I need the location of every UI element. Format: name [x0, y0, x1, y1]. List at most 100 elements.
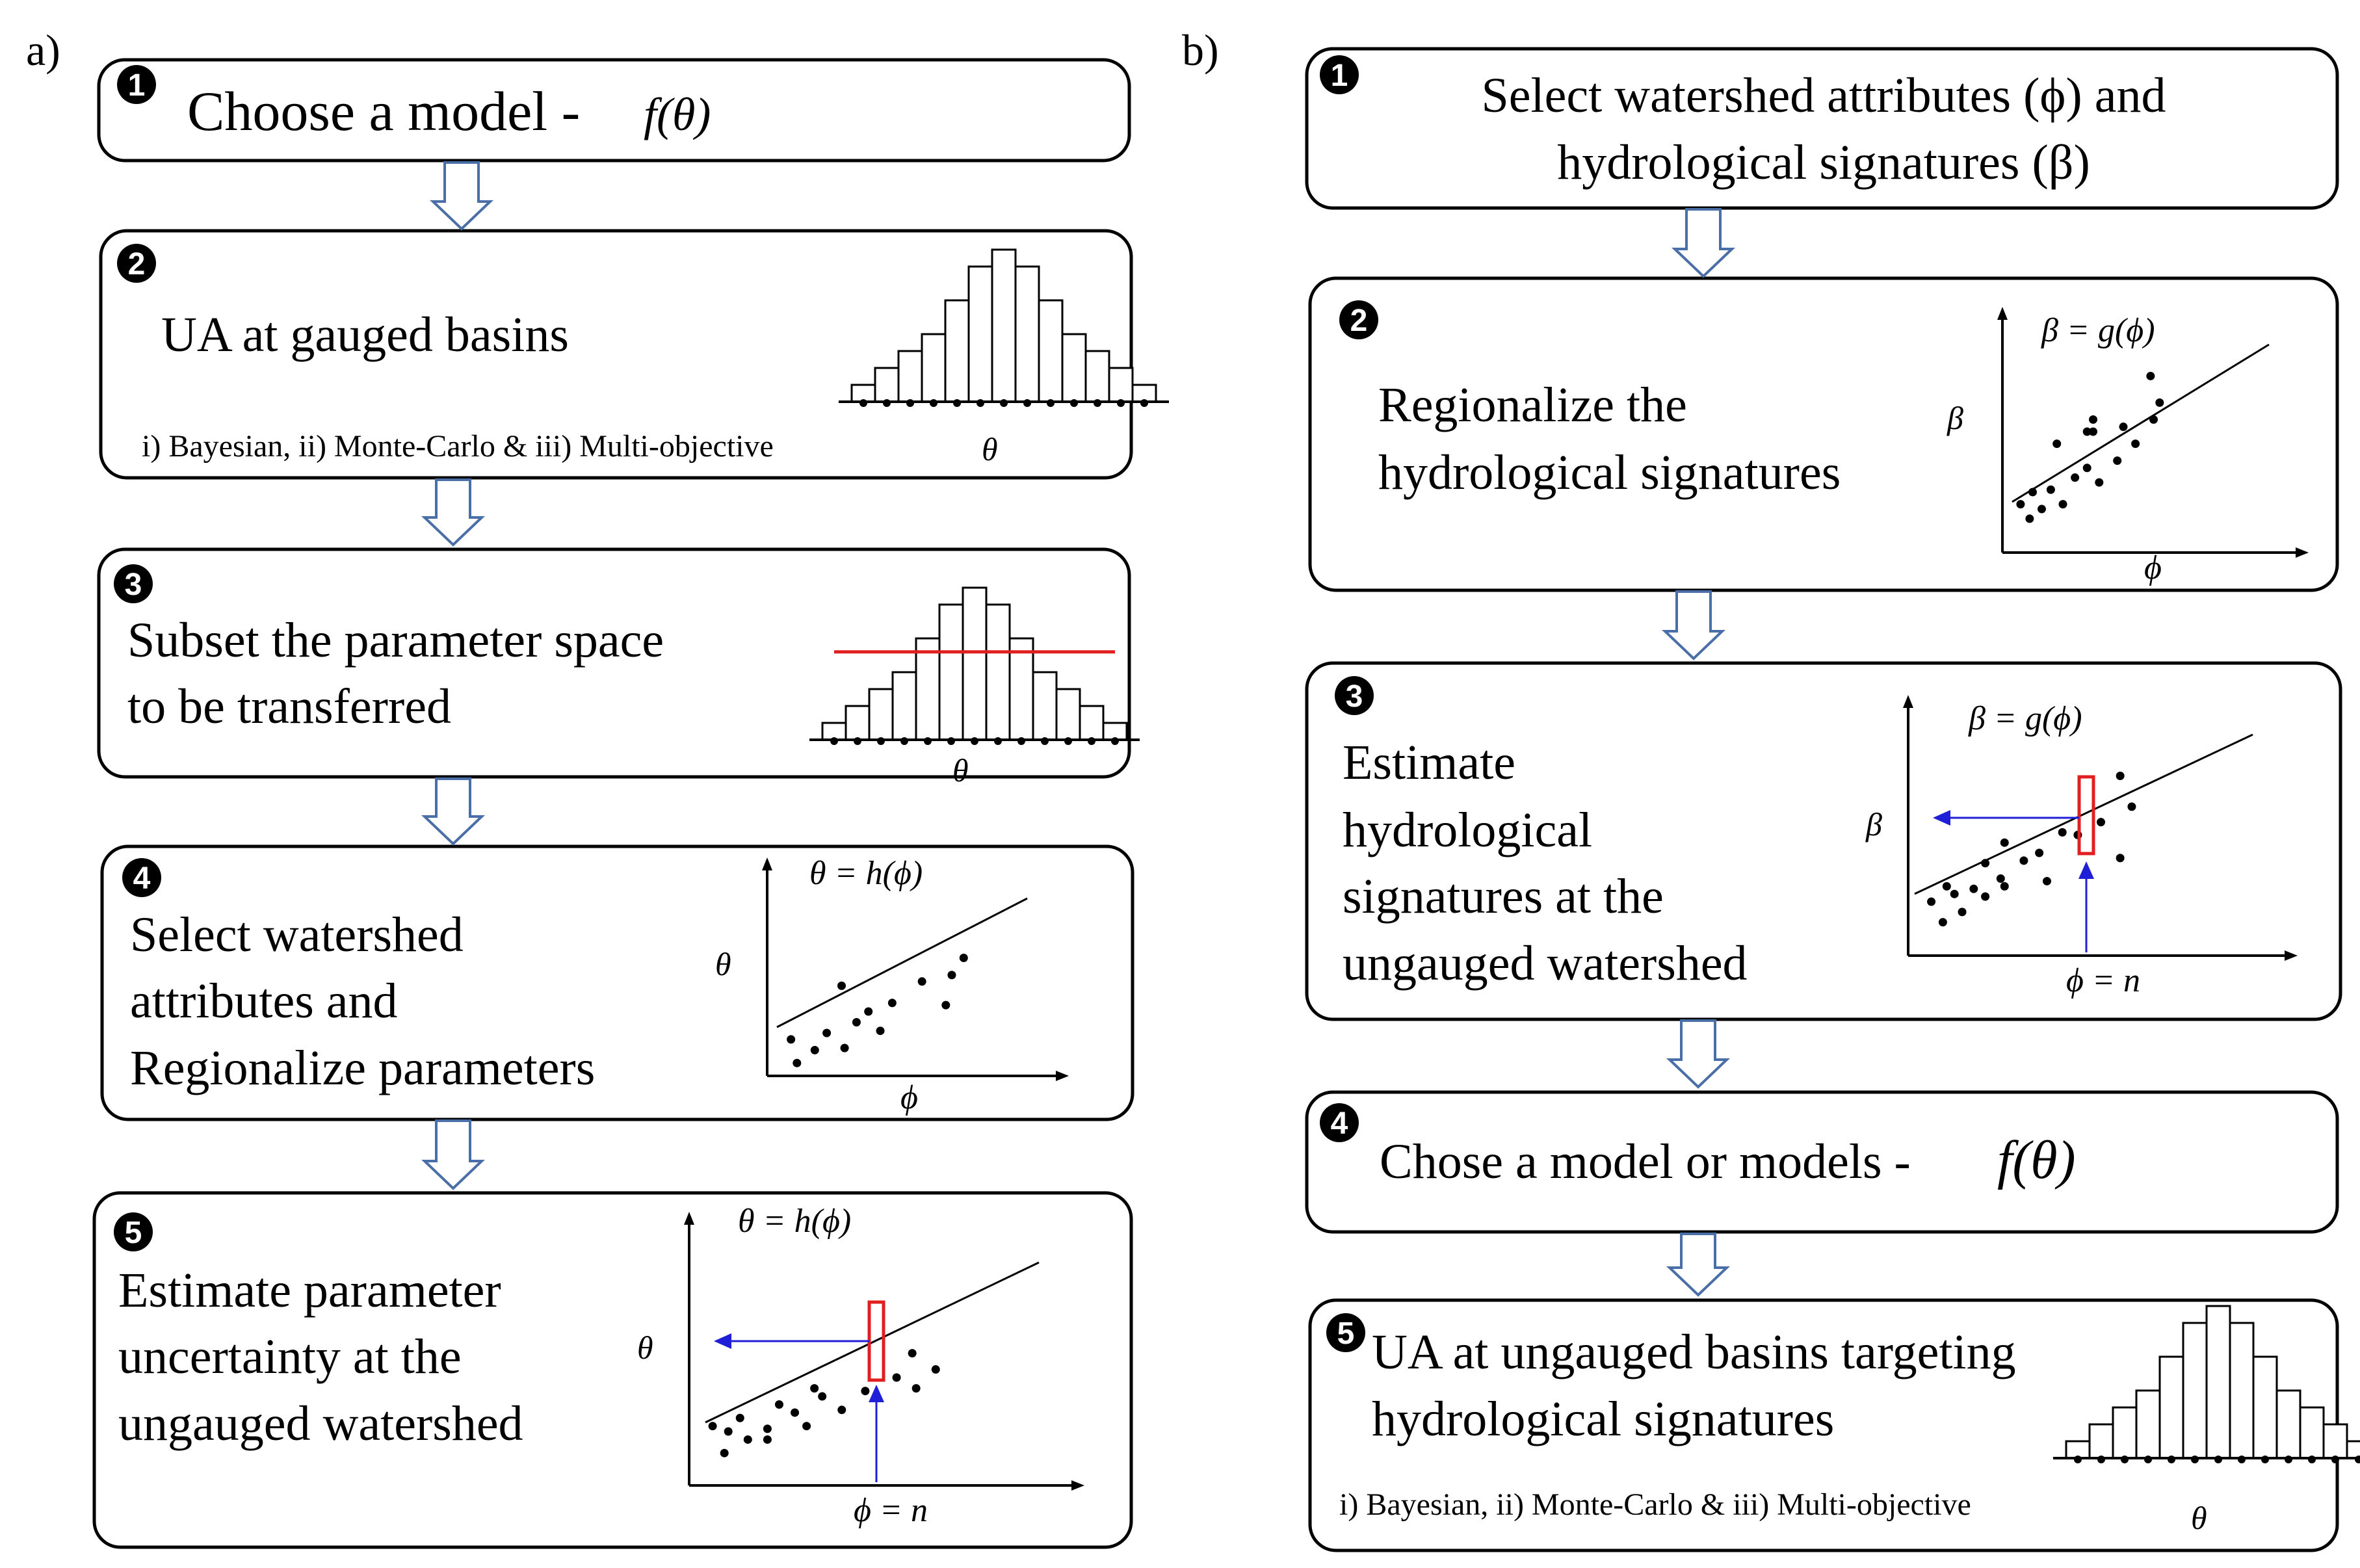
- a-step4-y-label: θ: [715, 946, 731, 982]
- a-flow-arrow-2: [421, 478, 485, 547]
- a-step4-point: [793, 1058, 802, 1067]
- b-step3-text-1: Estimate: [1343, 735, 1515, 790]
- a-step5-point: [774, 1400, 783, 1409]
- b-step5-histogram-bar: [2275, 1389, 2301, 1459]
- b-step3-point: [1981, 859, 1990, 868]
- b-step3-box: [1305, 661, 2342, 1021]
- b-flow-arrow-2: [1662, 590, 1725, 660]
- a-step5-blue-arrowhead-left: [714, 1333, 731, 1349]
- a-step3-histogram-bar: [891, 671, 917, 741]
- a-step3-histogram-sample-dot: [971, 737, 978, 745]
- a-step2-histogram-sample-dot: [977, 399, 984, 407]
- a-step5-box: [92, 1191, 1133, 1549]
- b-step2-plot-x-arrowhead: [2296, 547, 2309, 558]
- b-step2-text-2: hydrological signatures: [1378, 445, 1841, 500]
- a-step3-histogram-bar: [1079, 705, 1105, 741]
- b-step2-point: [2082, 464, 2091, 473]
- b-step5-histogram-bar: [2322, 1423, 2348, 1459]
- a-step4-box: [100, 844, 1134, 1121]
- a-flow-arrow-3: [421, 777, 485, 846]
- a-step3-text-1: Subset the parameter space: [127, 613, 664, 668]
- a-step3-histogram-bar: [1008, 637, 1034, 741]
- b-step5-histogram-bar: [2299, 1406, 2325, 1459]
- b-step2-regression-line: [2012, 343, 2270, 503]
- b-step2-equation: β = g(ϕ): [2041, 312, 2155, 349]
- b-step3-blue-arrowhead-up: [2078, 861, 2094, 879]
- b-step2-point: [2119, 423, 2128, 432]
- b-step3-number: 3: [1346, 679, 1363, 714]
- b-step2-point: [2028, 488, 2037, 497]
- b-step5-histogram-sample-dot: [2355, 1456, 2360, 1463]
- b-step2-point: [2052, 439, 2062, 449]
- a-step4-x-label: ϕ: [900, 1079, 918, 1116]
- b-step3-point: [2000, 838, 2009, 847]
- a-step5-text-1: Estimate parameter: [118, 1263, 501, 1318]
- a-step3-histogram-bar: [915, 637, 941, 741]
- b-step3-point: [1927, 897, 1936, 906]
- a-step1-number: 1: [128, 68, 146, 103]
- b-step5-histogram-sample-dot: [2285, 1456, 2292, 1463]
- a-step2-histogram-bar: [1038, 299, 1064, 403]
- b-step3-text-4: ungauged watershed: [1343, 936, 1748, 991]
- a-step3-number-circle: [114, 564, 153, 603]
- a-step5-number: 5: [125, 1216, 142, 1250]
- a-step4-plot-y-arrowhead: [762, 857, 772, 870]
- a-step3-histogram-bar: [962, 586, 988, 741]
- a-step3-histogram-sample-dot: [830, 737, 838, 745]
- b-step1-text-1: Select watershed attributes (ϕ) and: [1482, 68, 2166, 123]
- b-step5-histogram-bar: [2205, 1305, 2231, 1459]
- b-step5-axis-label: θ: [2191, 1500, 2207, 1536]
- b-step5-histogram-sample-dot: [2331, 1456, 2339, 1463]
- b-step1-number-circle: [1320, 55, 1359, 94]
- a-step2-histogram-bar: [944, 299, 970, 403]
- a-step5-equation: θ = h(ϕ): [738, 1203, 851, 1240]
- b-step1-number: 1: [1331, 59, 1348, 93]
- b-step3-point: [1950, 889, 1959, 898]
- b-step5-histogram-sample-dot: [2191, 1456, 2199, 1463]
- b-step3-point: [2035, 848, 2044, 857]
- b-step2-point: [2025, 514, 2034, 523]
- a-step5-point: [720, 1448, 729, 1457]
- a-step5-point: [810, 1384, 819, 1393]
- b-step3-plot-x-arrowhead: [2285, 950, 2298, 961]
- a-step4-point: [864, 1007, 873, 1016]
- b-step5-histogram-bar: [2065, 1440, 2091, 1459]
- a-step3-histogram-bar: [1055, 688, 1081, 741]
- b-step5-number-circle: [1326, 1313, 1365, 1352]
- b-step5-histogram-sample-dot: [2214, 1456, 2222, 1463]
- a-step2-histogram-bar: [1014, 265, 1040, 403]
- a-step3-histogram-sample-dot: [877, 737, 885, 745]
- a-step1-box: [97, 58, 1131, 163]
- a-step3-text-2: to be transferred: [127, 679, 451, 734]
- b-step3-point: [2019, 856, 2028, 865]
- a-step2-histogram-sample-dot: [883, 399, 891, 407]
- a-step2-histogram-sample-dot: [1047, 399, 1055, 407]
- a-flow-arrow-1: [430, 161, 493, 231]
- b-flow-arrow-3: [1666, 1019, 1730, 1089]
- b-step3-equation: β = g(ϕ): [1968, 700, 2082, 737]
- a-step3-histogram-bar: [868, 688, 894, 741]
- b-step2-point: [2131, 439, 2140, 449]
- a-step4-point: [941, 1000, 951, 1010]
- b-step3-point: [1958, 908, 1967, 917]
- b-step3-point: [2116, 854, 2125, 863]
- b-step2-point: [2089, 427, 2097, 436]
- b-step2-plot-y-arrowhead: [1997, 307, 2008, 320]
- b-step3-point: [2042, 876, 2051, 885]
- b-step3-plot-y-arrowhead: [1903, 695, 1913, 708]
- a-step4-point: [947, 971, 956, 980]
- b-step2-point: [2113, 456, 2122, 465]
- a-step3-histogram-sample-dot: [1111, 737, 1119, 745]
- a-step2-histogram-bar: [967, 265, 993, 403]
- a-step4-point: [887, 999, 897, 1008]
- a-step3-histogram-sample-dot: [1064, 737, 1072, 745]
- b-step2-y-label: β: [1947, 400, 1963, 436]
- a-step5-point: [802, 1422, 811, 1431]
- b-step2-point: [2058, 500, 2067, 509]
- a-step5-text-2: uncertainty at the: [118, 1329, 462, 1384]
- a-step2-histogram-sample-dot: [953, 399, 961, 407]
- a-step5-point: [735, 1413, 744, 1422]
- a-step2-histogram-bar: [1061, 333, 1087, 403]
- a-step4-text-2: attributes and: [130, 974, 398, 1028]
